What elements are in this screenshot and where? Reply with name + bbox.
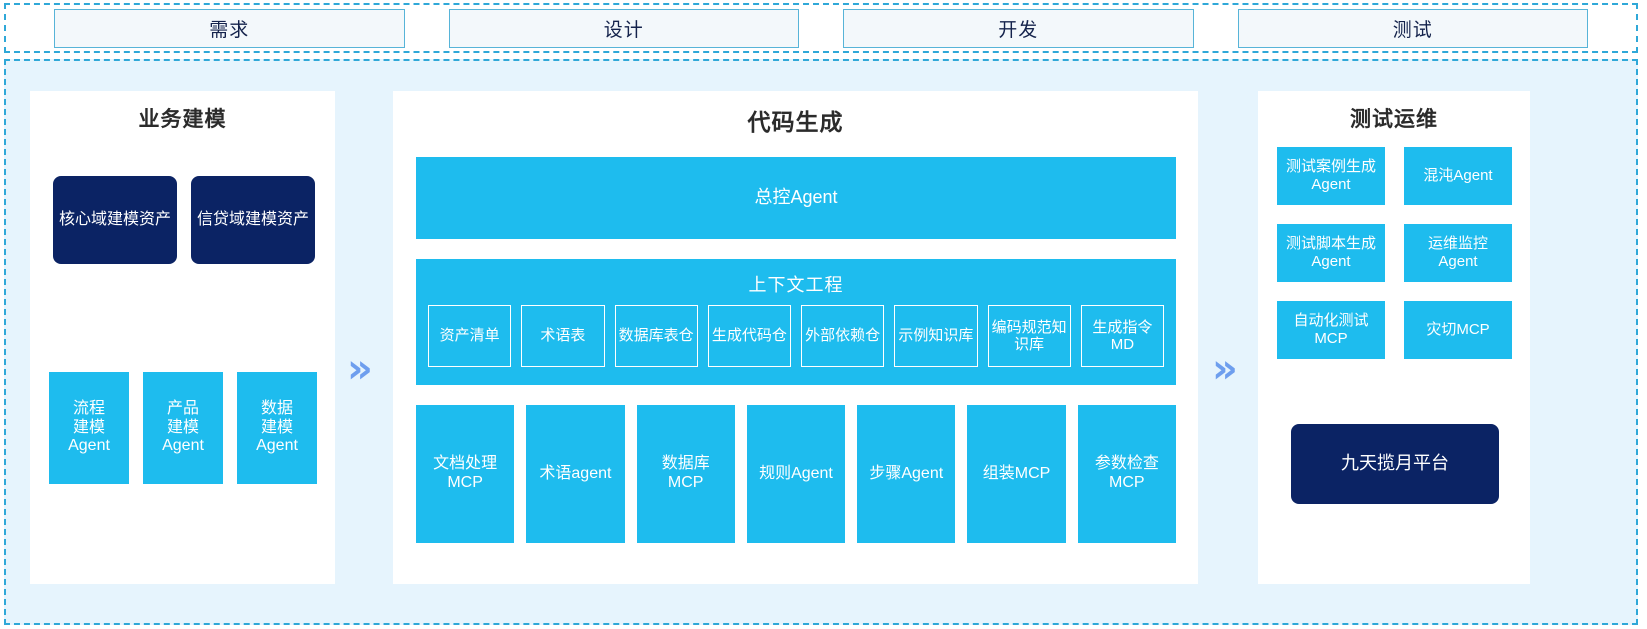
card-test-case-generation-agent[interactable]: 测试案例生成Agent (1277, 147, 1385, 205)
card-core-domain-assets[interactable]: 核心域建模资产 (53, 176, 177, 264)
ctx-item-glossary[interactable]: 术语表 (521, 305, 605, 367)
phase-box-design[interactable]: 设计 (448, 8, 799, 48)
ctx-item-coding-standard-knowledge-base[interactable]: 编码规范知识库 (987, 305, 1071, 367)
tool-row: 文档处理 MCP 术语agent 数据库 MCP 规则Agent 步骤Agent… (416, 405, 1176, 543)
phase-strip: 需求 设计 开发 测试 (4, 3, 1638, 53)
ctx-item-example-knowledge-base[interactable]: 示例知识库 (894, 305, 978, 367)
card-chaos-agent[interactable]: 混沌Agent (1404, 147, 1512, 205)
card-ops-monitoring-agent[interactable]: 运维监控 Agent (1404, 224, 1512, 282)
panel-title-test-ops: 测试运维 (1350, 108, 1438, 131)
card-step-agent[interactable]: 步骤Agent (857, 405, 956, 543)
card-rule-agent[interactable]: 规则Agent (746, 405, 846, 543)
card-document-processing-mcp[interactable]: 文档处理 MCP (416, 405, 515, 543)
card-disaster-switch-mcp[interactable]: 灾切MCP (1404, 301, 1512, 359)
ctx-item-db-table-repo[interactable]: 数据库表仓 (614, 305, 698, 367)
card-glossary-agent[interactable]: 术语agent (526, 405, 625, 543)
card-database-mcp[interactable]: 数据库 MCP (636, 405, 735, 543)
main-frame: 业务建模 核心域建模资产 信贷域建模资产 流程 建模 Agent 产品 建模 A… (4, 59, 1638, 625)
phase-label: 需求 (209, 19, 250, 41)
card-jiutian-lanyue-platform[interactable]: 九天揽月平台 (1291, 424, 1499, 504)
chevron-right-icon-1: » (347, 346, 373, 392)
card-product-modeling-agent[interactable]: 产品 建模 Agent (143, 372, 223, 484)
ops-card-grid: 测试案例生成Agent 混沌Agent 测试脚本生成Agent 运维监控 Age… (1277, 147, 1512, 359)
phase-box-development[interactable]: 开发 (843, 8, 1194, 48)
phase-box-requirements[interactable]: 需求 (54, 8, 405, 48)
card-credit-domain-assets[interactable]: 信贷域建模资产 (191, 176, 315, 264)
ctx-item-generation-instruction-md[interactable]: 生成指令MD (1080, 305, 1164, 367)
card-process-modeling-agent[interactable]: 流程 建模 Agent (49, 372, 129, 484)
chevron-right-icon-2: » (1212, 346, 1238, 392)
card-parameter-check-mcp[interactable]: 参数检查 MCP (1077, 405, 1176, 543)
panel-title-business-modeling: 业务建模 (138, 108, 227, 131)
context-engineering-block: 上下文工程 资产清单 术语表 数据库表仓 生成代码仓 外部依赖仓 示例知识库 编… (416, 259, 1176, 385)
card-master-control-agent[interactable]: 总控Agent (416, 157, 1176, 239)
domain-asset-row: 核心域建模资产 信贷域建模资产 (53, 176, 315, 264)
ctx-item-external-dependency-repo[interactable]: 外部依赖仓 (801, 305, 885, 367)
phase-box-testing[interactable]: 测试 (1237, 8, 1588, 48)
panel-title-code-generation: 代码生成 (747, 109, 844, 135)
card-assembly-mcp[interactable]: 组装MCP (967, 405, 1066, 543)
phase-label: 开发 (998, 19, 1039, 41)
panel-business-modeling: 业务建模 核心域建模资产 信贷域建模资产 流程 建模 Agent 产品 建模 A… (30, 91, 335, 584)
phase-label: 设计 (603, 19, 644, 41)
ctx-item-asset-inventory[interactable]: 资产清单 (428, 305, 512, 367)
ctx-item-generated-code-repo[interactable]: 生成代码仓 (707, 305, 791, 367)
phase-label: 测试 (1392, 19, 1433, 41)
panel-code-generation: 代码生成 总控Agent 上下文工程 资产清单 术语表 数据库表仓 生成代码仓 … (393, 91, 1198, 584)
modeling-agent-row: 流程 建模 Agent 产品 建模 Agent 数据 建模 Agent (49, 372, 317, 484)
context-engineering-title: 上下文工程 (748, 275, 844, 295)
card-automated-test-mcp[interactable]: 自动化测试 MCP (1277, 301, 1385, 359)
card-data-modeling-agent[interactable]: 数据 建模 Agent (237, 372, 317, 484)
card-test-script-generation-agent[interactable]: 测试脚本生成Agent (1277, 224, 1385, 282)
context-engineering-items: 资产清单 术语表 数据库表仓 生成代码仓 外部依赖仓 示例知识库 编码规范知识库… (428, 305, 1164, 367)
panel-test-ops: 测试运维 测试案例生成Agent 混沌Agent 测试脚本生成Agent 运维监… (1258, 91, 1530, 584)
